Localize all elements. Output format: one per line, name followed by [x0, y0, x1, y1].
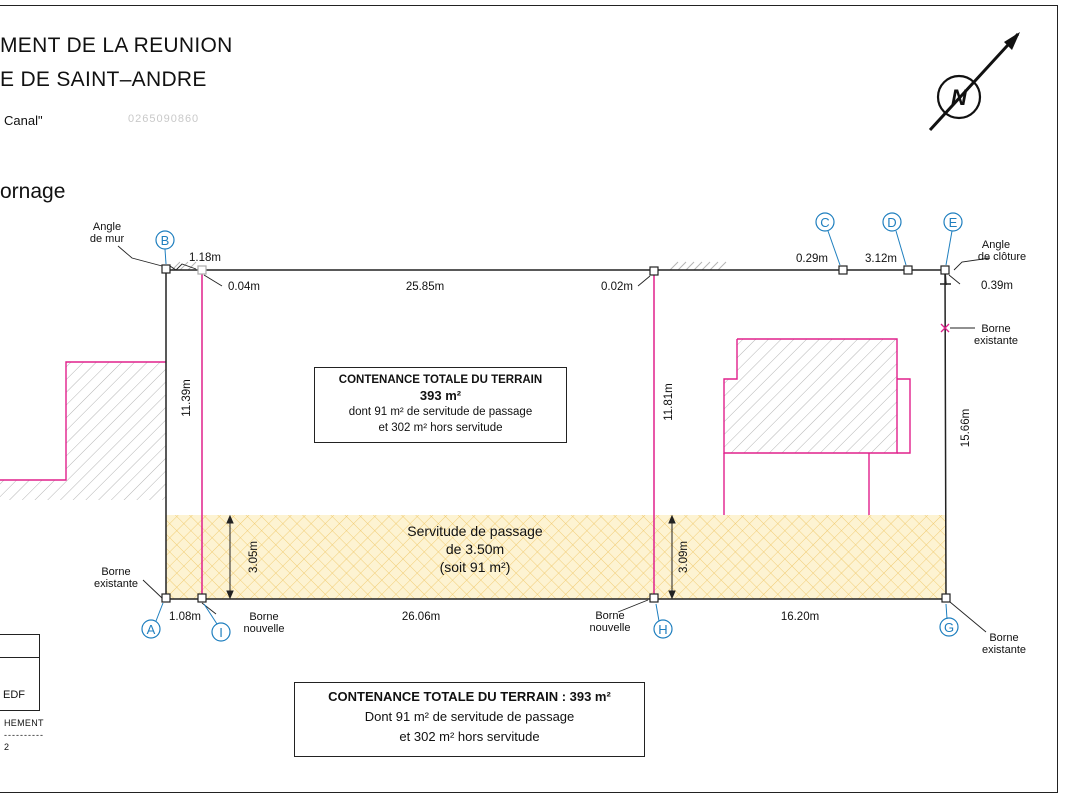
dim-0-39: 0.39m: [981, 280, 1013, 292]
drawing-frame: [0, 5, 1058, 793]
bottom-area-servitude: Dont 91 m² de servitude de passage: [364, 709, 575, 724]
legend-line-4: 2: [4, 742, 10, 752]
central-area-title: CONTENANCE TOTALE DU TERRAIN: [338, 374, 543, 386]
dim-26-06: 26.06m: [402, 611, 440, 623]
point-e-label: E: [949, 215, 958, 230]
point-c-label: C: [820, 215, 829, 230]
legend-line-3: ----------: [4, 730, 44, 740]
dim-25-85: 25.85m: [406, 281, 444, 293]
central-area-hors: et 302 m² hors servitude: [378, 422, 503, 434]
bottom-area-hors: et 302 m² hors servitude: [399, 729, 540, 744]
central-area-total: 393 m²: [419, 388, 462, 403]
point-d-label: D: [887, 215, 896, 230]
servitude-line-2: de 3.50m: [445, 541, 505, 557]
section-title: ornage: [0, 180, 66, 203]
servitude-line-3: (soit 91 m²): [439, 559, 511, 575]
servitude-dimension-arrows: [226, 514, 676, 600]
dim-3-12: 3.12m: [865, 253, 897, 265]
point-i-label: I: [219, 625, 223, 640]
building-right: [723, 338, 911, 515]
angle-de-mur-label-2: de mur: [90, 233, 125, 245]
point-a-label: A: [147, 622, 156, 637]
central-area-servitude: dont 91 m² de servitude de passage: [348, 406, 533, 418]
corner-markers: [161, 264, 951, 603]
dim-0-29: 0.29m: [796, 253, 828, 265]
borne-existante-e-label-1: Borne: [981, 323, 1010, 335]
borne-existante-e-label-2: existante: [974, 335, 1018, 347]
point-circles: [141, 212, 963, 642]
north-arrow: N: [928, 32, 1020, 132]
dim-15-66: 15.66m: [960, 409, 972, 447]
bottom-area-box: CONTENANCE TOTALE DU TERRAIN : 393 m² Do…: [294, 682, 645, 757]
legend-box: EDF: [0, 634, 40, 711]
dim-16-20: 16.20m: [781, 611, 819, 623]
neighbor-building-left: [0, 361, 166, 500]
header-line-1: MENT DE LA REUNION: [0, 34, 233, 57]
point-h-label: H: [658, 622, 667, 637]
bottom-area-title: CONTENANCE TOTALE DU TERRAIN : 393 m²: [328, 689, 611, 704]
dim-0-04: 0.04m: [228, 281, 260, 293]
dim-1-18: 1.18m: [189, 252, 221, 264]
borne-existante-a-label-1: Borne: [101, 566, 130, 578]
wall-hatch: [171, 261, 727, 271]
existing-marker-cross: [940, 323, 950, 333]
header-line-3: Canal": [4, 113, 43, 128]
angle-cloture-label-1: Angle: [982, 239, 1010, 251]
borne-nouvelle-h-label-2: nouvelle: [590, 622, 631, 634]
header-line-2: E DE SAINT–ANDRE: [0, 68, 207, 91]
legend-line-2: HEMENT: [4, 718, 44, 728]
servitude-label: Servitude de passage de 3.50m (soit 91 m…: [380, 522, 570, 576]
legend-edf: EDF: [3, 689, 25, 701]
central-area-box: CONTENANCE TOTALE DU TERRAIN 393 m² dont…: [314, 367, 567, 443]
blurred-reference: 0265090860: [128, 113, 200, 125]
legend-divider: [0, 657, 39, 658]
borne-nouvelle-i-label-1: Borne: [249, 611, 278, 623]
borne-existante-a-label-2: existante: [94, 578, 138, 590]
dim-3-09: 3.09m: [678, 541, 690, 573]
servitude-line-1: Servitude de passage: [407, 523, 543, 539]
north-label: N: [951, 85, 968, 110]
borne-nouvelle-h-label-1: Borne: [595, 610, 624, 622]
angle-cloture-label-2: de clôture: [978, 251, 1026, 263]
point-b-label: B: [161, 233, 170, 248]
dim-0-02: 0.02m: [601, 281, 633, 293]
point-leaders: [155, 230, 953, 625]
dim-11-39: 11.39m: [181, 379, 193, 417]
dim-11-81: 11.81m: [663, 383, 675, 421]
dim-1-08: 1.08m: [169, 611, 201, 623]
servitude-area: [166, 515, 946, 599]
borne-existante-g-label-2: existante: [982, 644, 1026, 656]
point-g-label: G: [944, 620, 954, 635]
borne-nouvelle-i-label-2: nouvelle: [244, 623, 285, 635]
angle-de-mur-label-1: Angle: [93, 221, 121, 233]
dim-3-05: 3.05m: [248, 541, 260, 573]
leader-lines: [117, 245, 991, 633]
borne-existante-g-label-1: Borne: [989, 632, 1018, 644]
